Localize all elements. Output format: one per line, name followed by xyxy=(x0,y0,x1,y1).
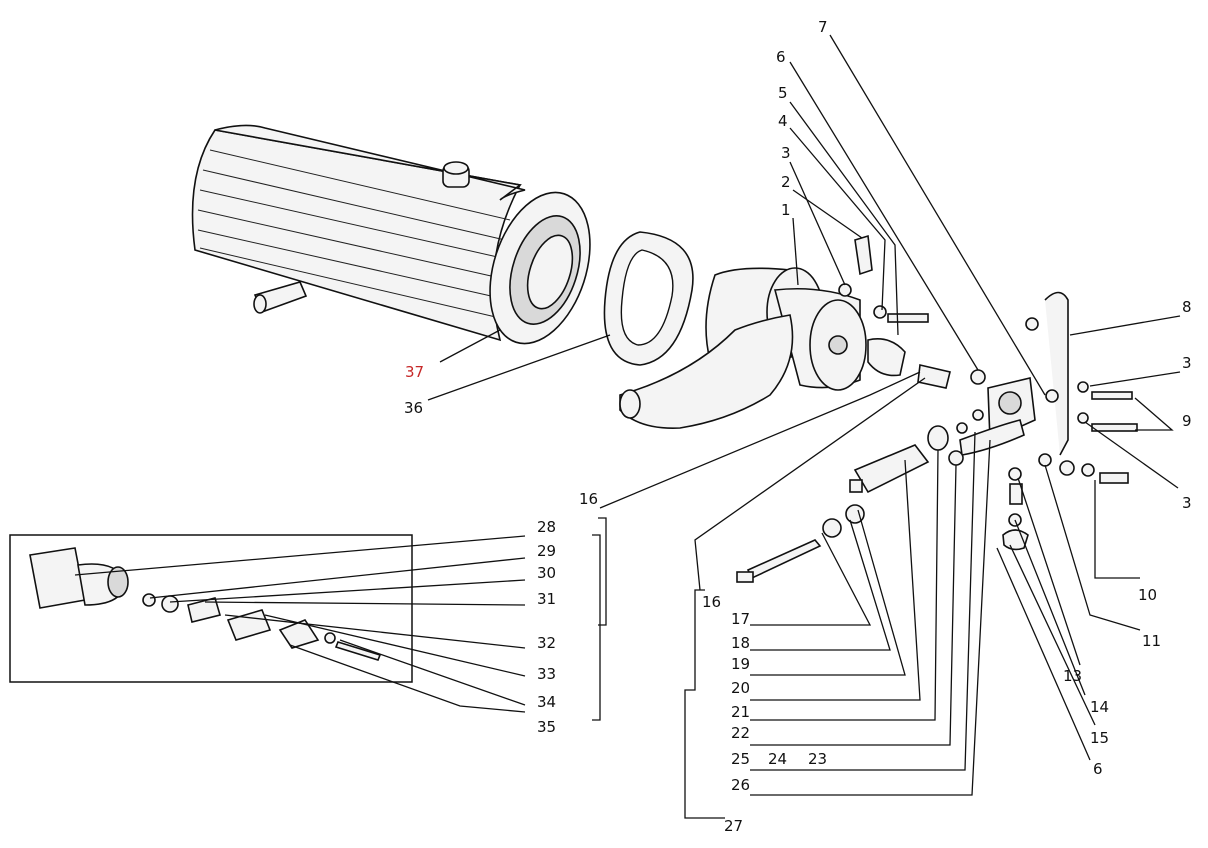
label-20: 20 xyxy=(731,679,750,697)
label-31: 31 xyxy=(537,590,556,608)
label-7: 7 xyxy=(818,18,828,36)
label-4: 4 xyxy=(778,112,788,130)
label-16-left: 16 xyxy=(579,490,598,508)
label-28: 28 xyxy=(537,518,556,536)
label-34: 34 xyxy=(537,693,556,711)
leader-lines xyxy=(74,34,1181,819)
label-3-top: 3 xyxy=(781,144,791,162)
label-18: 18 xyxy=(731,634,750,652)
label-22: 22 xyxy=(731,724,750,742)
burner-housing xyxy=(619,267,867,429)
label-25: 25 xyxy=(731,750,750,768)
part-labels: 7 6 5 4 3 2 1 8 3 9 3 10 11 13 14 15 6 3… xyxy=(404,18,1192,835)
label-35: 35 xyxy=(537,718,556,736)
gasket-flange xyxy=(603,231,694,366)
label-26: 26 xyxy=(731,776,750,794)
label-10: 10 xyxy=(1138,586,1157,604)
label-37: 37 xyxy=(405,363,424,381)
label-11: 11 xyxy=(1142,632,1161,650)
label-3-right: 3 xyxy=(1182,354,1192,372)
label-5: 5 xyxy=(778,84,788,102)
tank-cylinder xyxy=(191,124,591,345)
label-1: 1 xyxy=(781,201,791,219)
label-8: 8 xyxy=(1182,298,1192,316)
label-29: 29 xyxy=(537,542,556,560)
label-16-right: 16 xyxy=(702,593,721,611)
label-33: 33 xyxy=(537,665,556,683)
label-13: 13 xyxy=(1063,667,1082,685)
label-24: 24 xyxy=(768,750,787,768)
label-19: 19 xyxy=(731,655,750,673)
inset-detail xyxy=(9,534,413,683)
label-36: 36 xyxy=(404,399,423,417)
label-17: 17 xyxy=(731,610,750,628)
label-2: 2 xyxy=(781,173,791,191)
small-parts xyxy=(736,234,1138,583)
label-23: 23 xyxy=(808,750,827,768)
label-27: 27 xyxy=(724,817,743,835)
label-9: 9 xyxy=(1182,412,1192,430)
label-14: 14 xyxy=(1090,698,1109,716)
label-15: 15 xyxy=(1090,729,1109,747)
label-30: 30 xyxy=(537,564,556,582)
label-6-top: 6 xyxy=(776,48,786,66)
label-3-lower: 3 xyxy=(1182,494,1192,512)
label-21: 21 xyxy=(731,703,750,721)
label-32: 32 xyxy=(537,634,556,652)
label-6-bottom: 6 xyxy=(1093,760,1103,778)
